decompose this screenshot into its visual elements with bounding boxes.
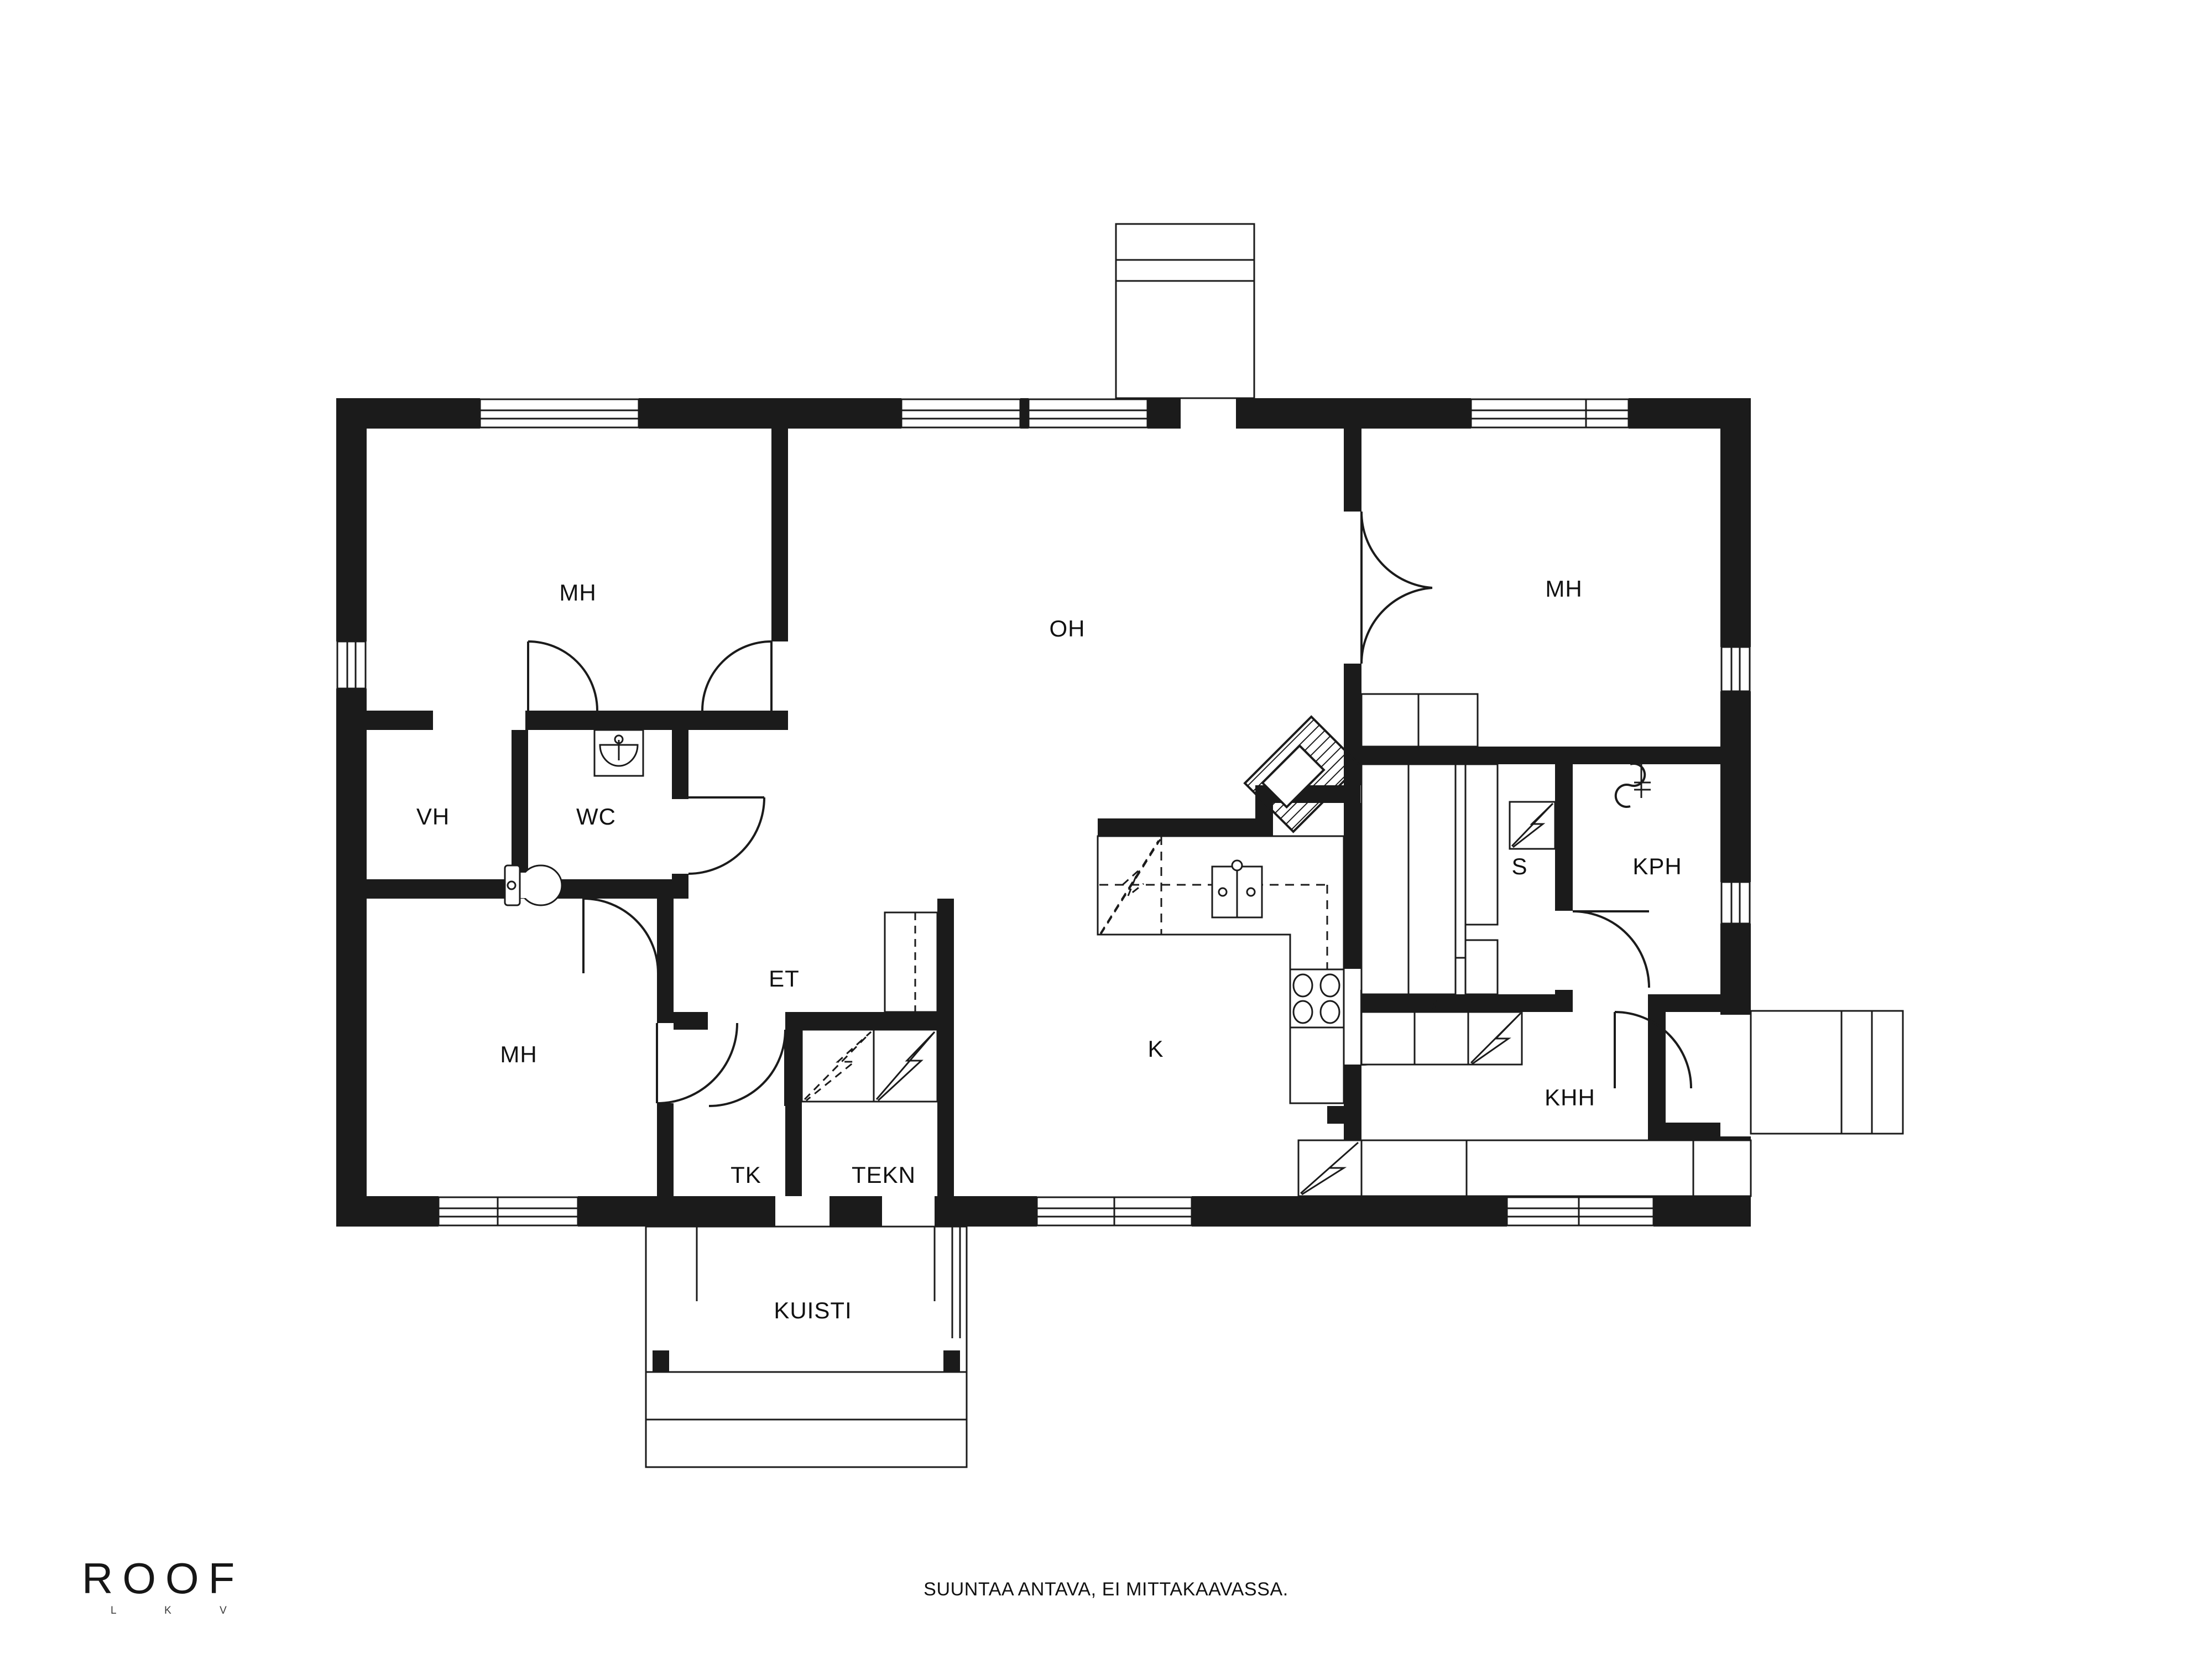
dishwasher-fixture	[1099, 839, 1161, 935]
entry-steps-east	[1750, 1010, 1904, 1135]
room-label-layer: MH OH MH VH WC S KPH ET K MH KHH TK TEKN…	[416, 576, 1682, 1323]
wall-layer	[336, 398, 1751, 1227]
entry-terrace-north	[1115, 223, 1255, 399]
window-south-3	[1506, 1196, 1655, 1227]
electric-heater-sauna	[1509, 801, 1556, 850]
sauna-bench	[1360, 763, 1499, 995]
fireplace-fixture	[1243, 715, 1361, 833]
room-label-k: K	[1147, 1036, 1164, 1062]
door-mh-topleft-a	[527, 640, 598, 711]
door-sauna-kph	[1572, 910, 1650, 988]
brand-logo: ROOF L K V	[82, 1557, 314, 1617]
et-closet	[884, 911, 938, 1013]
room-label-et: ET	[769, 966, 800, 992]
room-label-vh: VH	[416, 804, 450, 830]
scale-disclaimer: SUUNTAA ANTAVA, EI MITTAKAAVASSA.	[924, 1579, 1288, 1600]
shower-fixture	[1614, 763, 1651, 808]
stove-fixture	[1289, 968, 1345, 1104]
door-wc	[688, 796, 765, 875]
room-label-oh: OH	[1050, 615, 1086, 641]
window-north-3	[1027, 398, 1149, 429]
room-label-kuisti: KUISTI	[774, 1297, 852, 1323]
room-label-khh: KHH	[1545, 1084, 1595, 1110]
window-layer	[336, 398, 1751, 1227]
door-mh-topleft-b	[701, 640, 773, 711]
room-label-mh-top-left: MH	[559, 580, 596, 606]
electric-appliance-khh	[1470, 1012, 1522, 1065]
room-label-mh-bottom-left: MH	[500, 1041, 537, 1067]
toilet-fixture	[504, 864, 563, 906]
sink-fixture	[593, 729, 644, 777]
window-east-2	[1720, 881, 1751, 925]
window-east-1	[1720, 646, 1751, 692]
electric-appliance-tekn	[801, 1029, 938, 1103]
room-label-tekn: TEKN	[852, 1162, 916, 1188]
door-kph-khh	[1614, 1011, 1692, 1089]
window-west-1	[336, 640, 367, 690]
logo-subtitle: L K V	[111, 1605, 249, 1616]
window-north-4	[1470, 398, 1630, 429]
exterior-layer	[645, 223, 1904, 1468]
kitchen-sink	[1211, 859, 1263, 919]
upper-cabinets-oh	[1360, 693, 1479, 748]
window-north-2	[900, 398, 1021, 429]
khh-counters-bottom	[1360, 1139, 1752, 1197]
room-label-kph: KPH	[1632, 853, 1682, 879]
room-label-wc: WC	[576, 804, 616, 830]
porch-kuisti	[645, 1225, 968, 1468]
door-mh-topright	[1360, 511, 1433, 664]
room-label-mh-top-right: MH	[1545, 576, 1582, 602]
window-south-2	[1036, 1196, 1193, 1227]
electric-appliance-khh-2	[1297, 1139, 1363, 1197]
door-et-hall	[582, 898, 659, 974]
door-mh-bottomleft	[656, 1022, 738, 1104]
logo-wordmark: ROOF	[82, 1554, 244, 1603]
window-north-1	[479, 398, 640, 429]
room-label-sauna: S	[1511, 853, 1527, 879]
room-label-tk: TK	[731, 1162, 761, 1188]
fixture-layer	[504, 693, 1752, 1197]
window-south-1	[437, 1196, 579, 1227]
door-tk	[708, 1029, 786, 1107]
